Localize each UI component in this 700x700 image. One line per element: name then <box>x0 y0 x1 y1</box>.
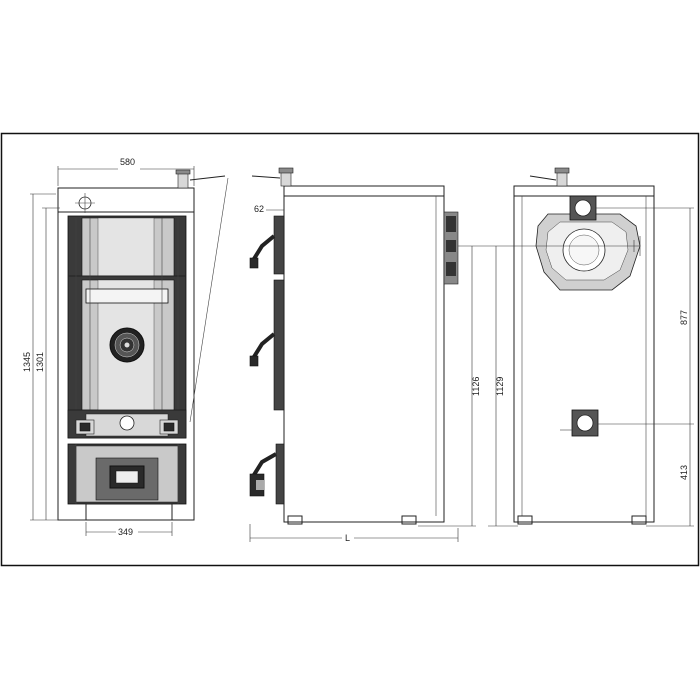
side-middle-door-handle <box>250 332 276 362</box>
side-top-pipe <box>280 171 292 187</box>
dim-front-width: 580 <box>120 157 135 167</box>
side-body <box>283 185 445 523</box>
side-ash-door-handle <box>249 452 277 497</box>
dim-front-base-width: 349 <box>118 527 133 537</box>
side-upper-door-handle <box>250 234 276 264</box>
front-view: 580 1345 1301 349 <box>22 157 229 537</box>
dim-side-offset: 62 <box>254 204 264 214</box>
dim-side-height: 1126 <box>471 377 481 396</box>
rear-body <box>513 185 655 523</box>
dim-front-height-body: 1301 <box>35 352 45 372</box>
drawing-frame <box>0 132 700 567</box>
dim-side-depth: L <box>345 533 350 543</box>
front-base <box>85 503 173 521</box>
front-air-regulator <box>109 327 145 363</box>
dim-rear-return-height: 413 <box>679 465 689 480</box>
dim-front-height-total: 1345 <box>22 352 32 372</box>
dim-rear-flue-height: 877 <box>679 310 689 325</box>
rear-view: 1129 877 413 <box>476 167 694 527</box>
front-inspection-cap <box>119 415 135 431</box>
dim-rear-height: 1129 <box>495 377 505 396</box>
front-top-pipe <box>177 171 189 189</box>
rear-top-pipe <box>556 171 568 187</box>
front-handle-bar <box>85 288 169 304</box>
side-view: 62 1126 L <box>249 167 481 543</box>
